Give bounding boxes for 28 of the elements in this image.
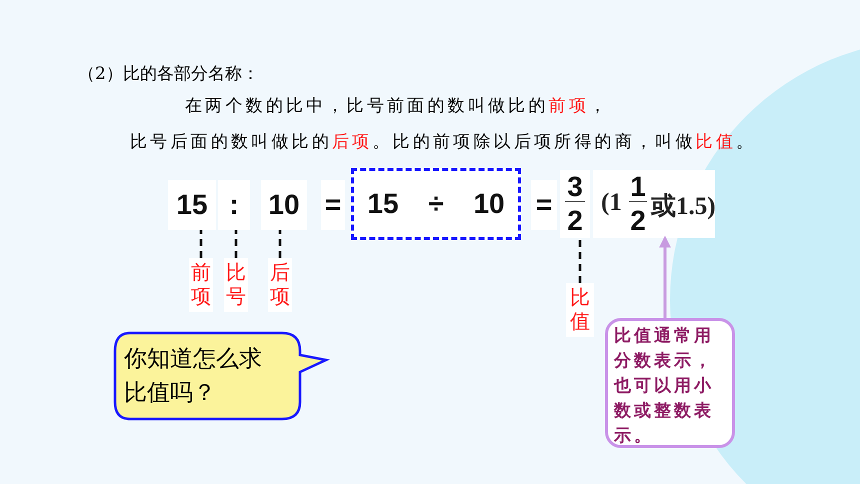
fraction-box bbox=[560, 170, 590, 238]
value-text: 或1.5) bbox=[651, 192, 716, 222]
equals-sign: = bbox=[321, 180, 345, 230]
question-text: 你知道怎么求比值吗？ bbox=[124, 345, 263, 408]
leader-line bbox=[200, 230, 202, 258]
numerator: 1 bbox=[629, 172, 647, 202]
equals-sign: = bbox=[531, 180, 557, 230]
leader-line bbox=[578, 238, 582, 283]
division-box: 15 ÷ 10 bbox=[351, 168, 521, 240]
definition-text: 在两个数的比中，比号前面的数叫做比的前项， bbox=[185, 95, 610, 117]
numerator: 3 bbox=[565, 172, 585, 202]
value-box bbox=[593, 170, 715, 238]
term-label: 后项 bbox=[268, 258, 292, 312]
leader-line bbox=[234, 230, 238, 258]
term-label: 比号 bbox=[224, 258, 248, 312]
ratio-sign: : bbox=[218, 180, 250, 230]
arrow bbox=[659, 236, 671, 318]
definition-text: 比号后面的数叫做比的后项。比的前项除以后项所得的商，叫做比值。 bbox=[130, 131, 756, 153]
term-label: 前项 bbox=[189, 258, 213, 312]
note-box: 比值通常用分数表示，也可以用小数或整数表示。 bbox=[605, 318, 735, 448]
denominator: 2 bbox=[629, 206, 647, 236]
number-box: 10 bbox=[261, 180, 307, 230]
title: （2）比的各部分名称： bbox=[78, 63, 259, 85]
leader-line bbox=[278, 230, 282, 258]
number-box: 15 bbox=[168, 180, 216, 230]
denominator: 2 bbox=[566, 206, 584, 236]
value-text: (1 bbox=[601, 189, 622, 217]
ratio-value-label: 比值 bbox=[566, 283, 594, 337]
